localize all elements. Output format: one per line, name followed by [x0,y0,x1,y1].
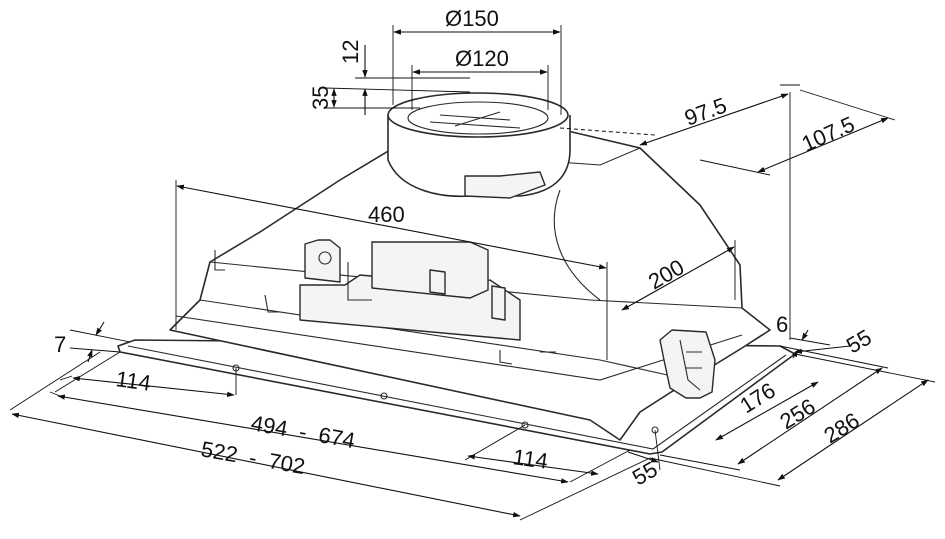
dim-label-d107-5: 107.5 [798,111,858,156]
dim-label-d7: 7 [54,332,66,357]
dim-label-d114-left: 114 [114,366,152,396]
side-clip [659,329,716,399]
dim-label-d150: Ø150 [445,6,499,31]
dim-label-h35: 35 [308,86,333,110]
dim-label-d120: Ø120 [455,46,509,71]
dim-label-w460: 460 [368,202,405,227]
dim-label-w522-702: 522 - 702 [199,436,307,479]
dim-label-d114-right: 114 [511,444,549,474]
exhaust-collar [387,92,571,199]
dim-label-h12: 12 [338,40,363,64]
dimension-lines [9,25,936,521]
hood-illustration [117,92,796,455]
dim-label-d256: 256 [775,394,819,435]
dim-label-d97-5: 97.5 [681,93,730,131]
dim-label-d55-right: 55 [842,324,876,358]
dim-label-d286: 286 [819,408,863,449]
dim-label-d6: 6 [776,312,788,337]
